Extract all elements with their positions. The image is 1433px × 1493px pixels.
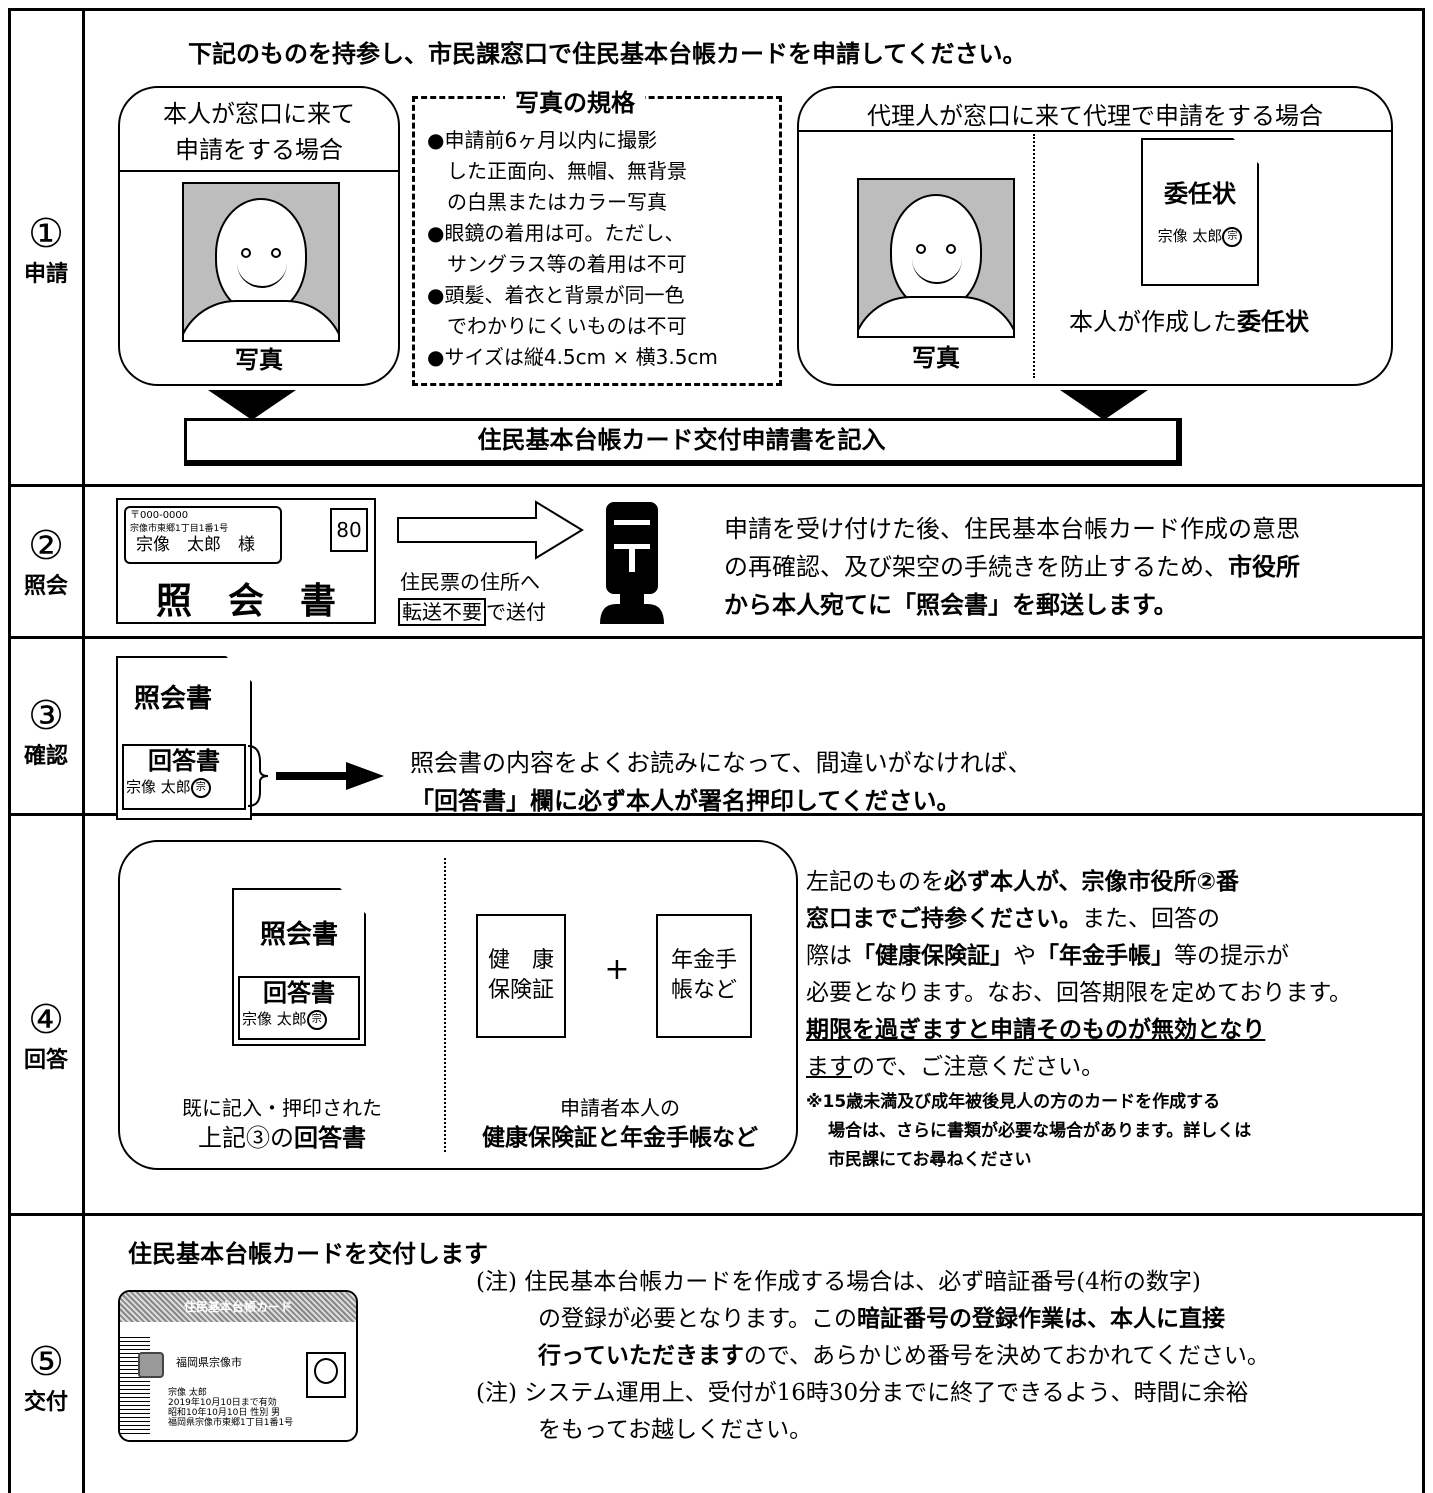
pension-book: 年金手帳など: [656, 914, 752, 1038]
reply-slip: 回答書 宗像 太郎宗: [122, 744, 246, 810]
reply-doc: 照会書 回答書 宗像 太郎宗: [232, 888, 366, 1046]
reply-caption-1: 既に記入・押印された: [182, 1096, 382, 1120]
envelope-address-label: 〒000-0000 宗像市東郷1丁目1番1号 宗像 太郎 様: [124, 506, 282, 564]
outer-frame: [8, 8, 1425, 1493]
envelope-title: 照 会 書: [155, 581, 336, 622]
applicant-photo: [182, 182, 340, 342]
proxy-apply-divider: [799, 130, 1391, 132]
photo-spec-box: 写真の規格 ●申請前6ヶ月以内に撮影 した正面向、無帽、無背景 の白黒またはカラ…: [412, 83, 782, 386]
health-insurance-card: 健 康保険証: [476, 914, 566, 1038]
step-5-heading: 住民基本台帳カードを交付します: [128, 1240, 488, 1268]
id-caption-1: 申請者本人の: [560, 1096, 680, 1120]
arrow-down-left: [208, 390, 296, 420]
inquiry-doc: 照会書 回答書 宗像 太郎宗: [116, 656, 252, 820]
proxy-inner-divider: [1033, 134, 1035, 378]
postage-stamp: 80: [330, 508, 368, 552]
plus-sign: +: [604, 952, 630, 987]
send-method-text: 転送不要で送付: [398, 596, 546, 626]
photo-spec-list: ●申請前6ヶ月以内に撮影 した正面向、無帽、無背景 の白黒またはカラー写真 ●眼…: [427, 128, 718, 369]
send-to-address-text: 住民票の住所へ: [400, 570, 540, 594]
reply-instructions: 左記のものを必ず本人が、宗像市役所②番 窓口までご持参ください。また、回答の 際…: [806, 869, 1353, 1080]
photo-caption: 写真: [235, 346, 283, 374]
row-divider-2: [8, 636, 1425, 639]
id-caption-2: 健康保険証と年金手帳など: [482, 1125, 758, 1151]
proxy-applicant-photo: [857, 178, 1015, 338]
arrow-down-right: [1060, 390, 1148, 420]
issuance-notes: (注) 住民基本台帳カードを作成する場合は、必ず暗証番号(4桁の数字) の登録が…: [476, 1269, 1270, 1443]
row-divider-1: [8, 484, 1425, 487]
mailbox-icon: [600, 502, 664, 624]
proxy-letter-doc: 委任状 宗像 太郎宗: [1141, 138, 1259, 286]
label-column-divider: [82, 8, 85, 1493]
confirm-instructions: 照会書の内容をよくお読みになって、間違いがなければ、 「回答書」欄に必ず本人が署…: [410, 749, 1032, 815]
reply-items-box: 照会書 回答書 宗像 太郎宗 既に記入・押印された 上記③の回答書 健 康保険証…: [118, 840, 798, 1170]
step-1-heading: 下記のものを持参し、市民課窓口で住民基本台帳カードを申請してください。: [188, 40, 1027, 68]
inquiry-envelope: 〒000-0000 宗像市東郷1丁目1番1号 宗像 太郎 様 80 照 会 書: [116, 498, 376, 624]
photo-spec-title: 写真の規格: [505, 83, 645, 118]
self-apply-divider: [120, 170, 398, 172]
self-apply-title: 本人が窓口に来て申請をする場合: [163, 100, 355, 164]
proxy-photo-caption: 写真: [912, 344, 960, 372]
reply-items-divider: [444, 858, 446, 1152]
reply-arrow: [247, 745, 384, 807]
reply-note: ※15歳未満及び成年被後見人の方のカードを作成する 場合は、さらに書類が必要な場…: [806, 1092, 1252, 1170]
self-apply-box: 本人が窓口に来て申請をする場合 写真: [118, 86, 400, 386]
reply-caption-2: 上記③の回答書: [198, 1124, 366, 1152]
proxy-letter-caption: 本人が作成した委任状: [1069, 308, 1309, 336]
proxy-apply-box: 代理人が窓口に来て代理で申請をする場合 写真 委任状 宗像 太郎宗 本人が作成し…: [797, 86, 1393, 386]
row-divider-4: [8, 1213, 1425, 1216]
row-divider-3: [8, 813, 1425, 816]
proxy-apply-title: 代理人が窓口に来て代理で申請をする場合: [867, 102, 1323, 130]
inquiry-description: 申請を受け付けた後、住民基本台帳カード作成の意思 の再確認、及び架空の手続きを防…: [724, 515, 1300, 619]
send-arrow: [397, 500, 584, 560]
application-form-bar: 住民基本台帳カード交付申請書を記入: [184, 418, 1182, 466]
